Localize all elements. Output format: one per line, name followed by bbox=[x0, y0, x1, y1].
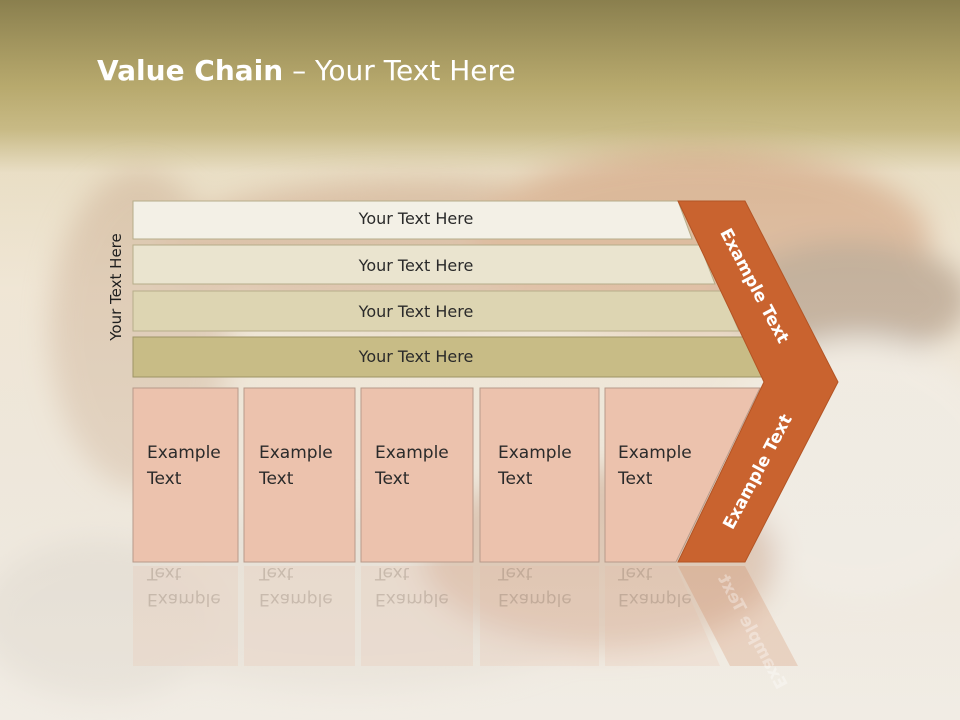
reflection-line2: Text bbox=[375, 563, 410, 583]
reflection-line2: Text bbox=[259, 563, 294, 583]
support-bar-label: Your Text Here bbox=[358, 256, 474, 275]
reflection-label: Example Text bbox=[133, 563, 238, 666]
box-label-line2: Text bbox=[259, 469, 294, 489]
support-bar-label: Your Text Here bbox=[358, 347, 474, 366]
support-bar-3 bbox=[132, 290, 740, 332]
box-label-line1: Example bbox=[498, 443, 572, 463]
box-label-line1: Example bbox=[259, 443, 333, 463]
primary-box-4 bbox=[479, 387, 600, 563]
reflection-line2: Text bbox=[498, 563, 533, 583]
primary-box-3 bbox=[360, 387, 474, 563]
box-label-line1: Example bbox=[375, 443, 449, 463]
support-bar-1 bbox=[132, 200, 693, 240]
reflection bbox=[133, 566, 798, 666]
reflection-line2: Text bbox=[147, 563, 182, 583]
box-label-line2: Text bbox=[147, 469, 182, 489]
title-rest: – Your Text Here bbox=[283, 54, 516, 87]
support-bar-2 bbox=[132, 244, 716, 285]
primary-box-1 bbox=[132, 387, 239, 563]
support-bar-label: Your Text Here bbox=[358, 302, 474, 321]
reflection-label: Example Text bbox=[484, 563, 599, 666]
page-title: Value Chain – Your Text Here bbox=[97, 54, 516, 87]
box-label-line2: Text bbox=[375, 469, 410, 489]
reflection-label: Example Text bbox=[361, 563, 473, 666]
reflection-label: Example Text bbox=[245, 563, 356, 666]
reflection-line1: Example bbox=[618, 589, 692, 609]
reflection-label: Example Text bbox=[604, 563, 714, 666]
box-label-line2: Text bbox=[618, 469, 653, 489]
box-label-line1: Example bbox=[147, 443, 221, 463]
reflection-line1: Example bbox=[259, 589, 333, 609]
title-bold: Value Chain bbox=[97, 54, 284, 87]
reflection-line2: Text bbox=[618, 563, 653, 583]
support-bar-label: Your Text Here bbox=[358, 209, 474, 228]
reflection-line1: Example bbox=[498, 589, 572, 609]
reflection-line1: Example bbox=[375, 589, 449, 609]
box-label-line2: Text bbox=[498, 469, 533, 489]
primary-box-5 bbox=[604, 387, 761, 563]
chevron-arrow bbox=[677, 200, 839, 563]
reflection-line1: Example bbox=[147, 589, 221, 609]
box-label-line1: Example bbox=[618, 443, 692, 463]
primary-box-2 bbox=[243, 387, 356, 563]
